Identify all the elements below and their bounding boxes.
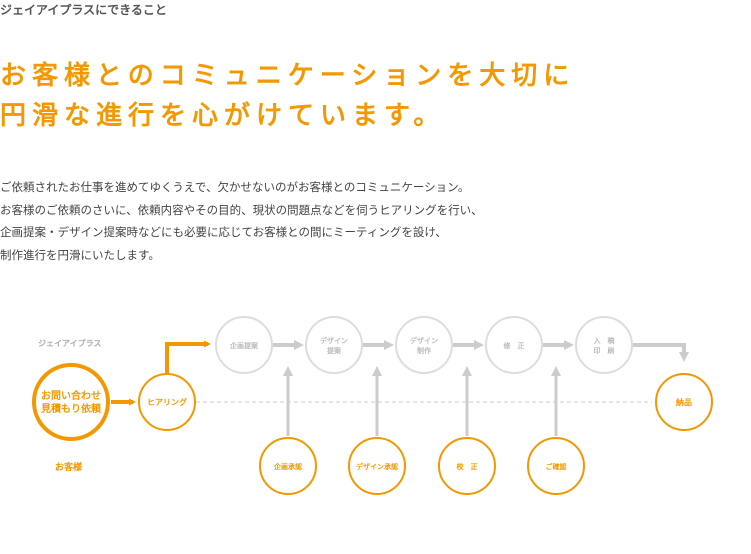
confirmation-node: ご確認 [527,437,585,495]
body-line-3: 企画提案・デザイン提案時などにも必要に応じてお客様との間にミーティングを設け、 [0,225,447,239]
inquiry-node-line-1: お問い合わせ [41,389,101,402]
planning-approval-node: 企画承認 [259,437,317,495]
confirmation-label: ご確認 [546,462,567,471]
design-production-step: デザイン 制作 [395,316,453,374]
submission-printing-label-1: 入 稿 [593,336,615,345]
body-line-4: 制作進行を円滑にいたします。 [0,247,160,262]
inquiry-node: お問い合わせ 見積もり依頼 [32,363,110,441]
body-line-2: お客様のご依頼のさいに、依頼内容やその目的、現状の問題点などを伺うヒアリングを行… [0,202,483,217]
hearing-node: ヒアリング [138,373,196,431]
body-text: ご依頼されたお仕事を進めてゆくうえで、欠かせないのがお客様とのコミュニケーション… [0,176,483,266]
company-lane-label: ジェイアイプラス [38,338,101,348]
body-line-1: ご依頼されたお仕事を進めてゆくうえで、欠かせないのがお客様とのコミュニケーション… [0,180,470,194]
delivery-node: 納品 [655,373,713,431]
inquiry-node-line-2: 見積もり依頼 [40,402,102,415]
revision-step: 修 正 [485,316,543,374]
design-proposal-label-2: 提案 [326,346,342,355]
revision-label: 修 正 [503,341,525,350]
hearing-to-planning-arrow [165,340,211,376]
submission-printing-label-2: 印 刷 [594,346,615,355]
headline-line-1: お客様とのコミュニケーションを大切に [0,61,576,91]
client-lane-label: お客様 [55,461,83,473]
hearing-node-label: ヒアリング [147,397,187,407]
design-production-label-2: 制作 [417,346,431,355]
step-to-delivery-arrow [633,343,689,362]
design-proposal-step: デザイン 提案 [305,316,363,374]
design-production-label-1: デザイン [410,336,438,345]
delivery-node-label: 納品 [676,397,692,407]
headline: お客様とのコミュニケーションを大切に 円滑な進行を心がけています。 [0,56,575,136]
planning-proposal-label: 企画提案 [229,341,259,350]
planning-approval-label: 企画承認 [273,462,302,471]
section-eyebrow: ジェイアイプラスにできること [0,3,167,17]
submission-printing-step: 入 稿 印 刷 [575,316,633,374]
headline-line-2: 円滑な進行を心がけています。 [0,101,446,131]
design-approval-label: デザイン承認 [356,462,398,471]
design-proposal-label-1: デザイン [320,336,348,345]
planning-proposal-step: 企画提案 [215,316,273,374]
proofreading-label: 校 正 [457,462,478,471]
proofreading-node: 校 正 [438,437,496,495]
design-approval-node: デザイン承認 [348,437,406,495]
